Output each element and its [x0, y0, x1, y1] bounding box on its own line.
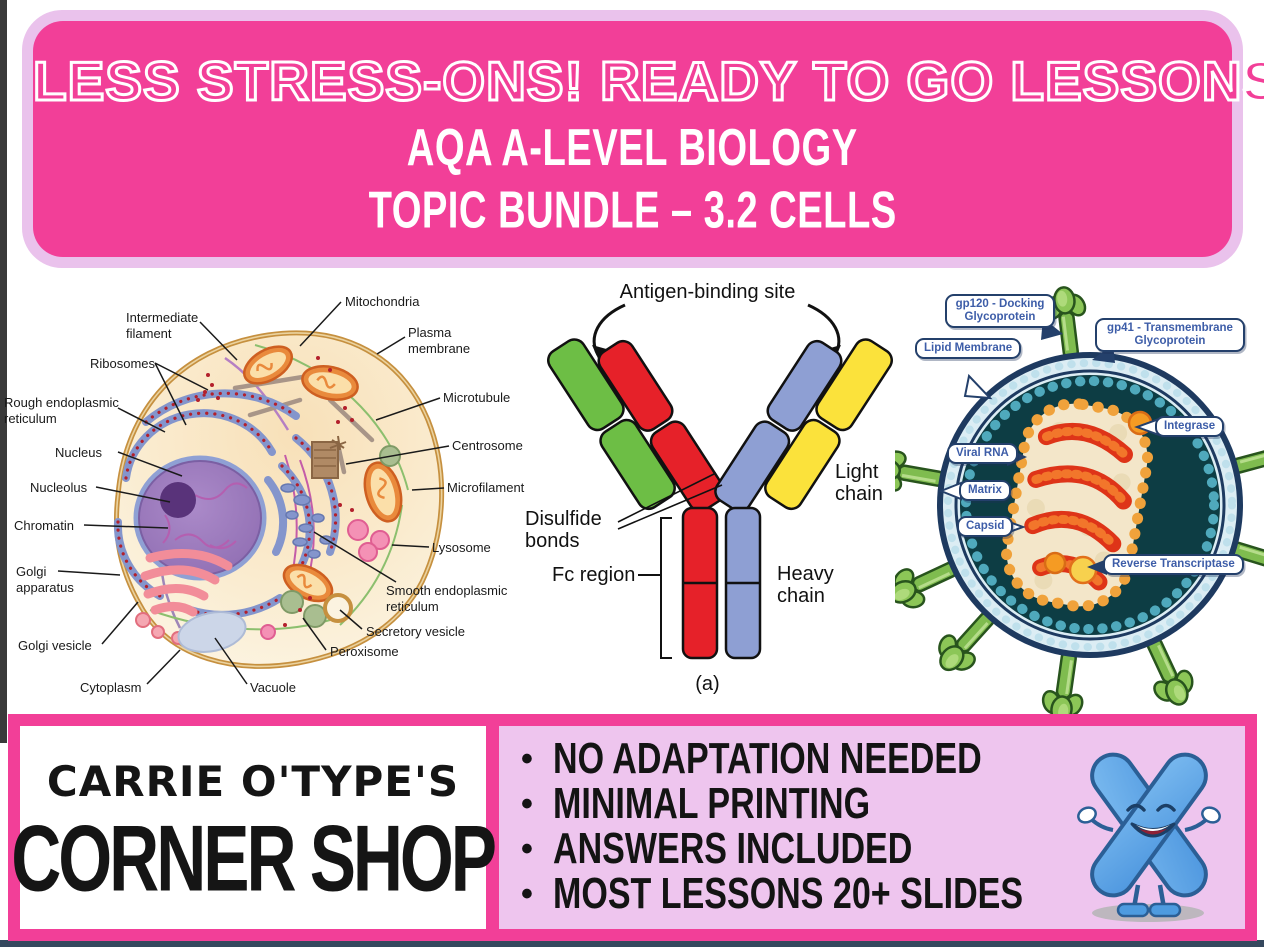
- footer-banner: CARRIE O'TYPE'S CORNER SHOP • NO ADAPTAT…: [8, 714, 1257, 941]
- x-chromosome-mascot: [1077, 752, 1221, 922]
- cell-leader-lines: [57, 301, 450, 685]
- bullet-icon: •: [521, 875, 533, 913]
- antibody-right-arm: [714, 338, 893, 513]
- left-edge-shadow: [0, 0, 7, 743]
- label-gp120: gp120 - Docking Glycoprotein: [945, 294, 1055, 329]
- label-lysosome: Lysosome: [432, 540, 491, 555]
- label-mitochondria: Mitochondria: [345, 294, 420, 309]
- disulfide-lines: [617, 472, 723, 530]
- label-golgi-vesicle: Golgi vesicle: [18, 638, 92, 653]
- reverse-transcriptase-shape: [1068, 555, 1098, 585]
- centrosome-shape: [311, 435, 347, 479]
- label-caption-a: (a): [695, 673, 720, 695]
- animal-cell-diagram: Intermediate filament Ribosomes Rough en…: [0, 280, 545, 715]
- antibody-left-arm: [547, 338, 726, 513]
- mascot-eyes: [1126, 803, 1176, 812]
- bottom-edge-strip: [0, 940, 1264, 947]
- peroxisomes: [280, 445, 401, 628]
- label-rough-er: Rough endoplasmic reticulum: [4, 395, 119, 426]
- antibody-art: [547, 303, 893, 660]
- golgi-apparatus-shape: [140, 549, 233, 617]
- mascot-shoe: [1148, 902, 1182, 918]
- free-ribosomes: [196, 356, 354, 627]
- label-heavy-chain: Heavy chain: [777, 563, 834, 608]
- label-microtubule: Microtubule: [443, 390, 511, 405]
- banner-title: LESS STRESS-ONS! READY TO GO LESSONS: [32, 50, 1264, 113]
- label-lipid-membrane: Lipid Membrane: [915, 338, 1022, 360]
- label-disulfide-bonds: Disulfide bonds: [525, 508, 602, 553]
- selling-points-panel: • NO ADAPTATION NEEDED • MINIMAL PRINTIN…: [499, 726, 1245, 929]
- mascot-teeth: [1136, 825, 1170, 831]
- label-chromatin: Chromatin: [14, 518, 74, 533]
- label-integrase: Integrase: [1155, 416, 1225, 438]
- bullet-row: • ANSWERS INCLUDED: [521, 824, 1245, 872]
- chromatin-squiggles: [162, 482, 248, 550]
- label-antigen-binding-site: Antigen-binding site: [619, 281, 796, 303]
- bullet-row: • NO ADAPTATION NEEDED: [521, 734, 1245, 782]
- label-fc-region: Fc region: [552, 564, 636, 586]
- label-nucleolus: Nucleolus: [30, 480, 88, 495]
- label-matrix: Matrix: [959, 480, 1011, 502]
- bullet-text: ANSWERS INCLUDED: [552, 824, 913, 873]
- label-intermediate-filament: Intermediate filament: [126, 310, 199, 341]
- fc-bracket: [638, 517, 672, 659]
- label-golgi-apparatus: Golgi apparatus: [16, 564, 74, 595]
- label-centrosome: Centrosome: [452, 438, 523, 453]
- er-ribosomes: [116, 391, 338, 617]
- banner-subtitle-2: TOPIC BUNDLE – 3.2 CELLS: [368, 179, 897, 239]
- antibody-diagram: Antigen-binding site Light chain Disulfi…: [520, 275, 895, 715]
- label-secretory-vesicle: Secretory vesicle: [366, 624, 465, 639]
- mascot-shoe: [1116, 902, 1150, 918]
- banner-subtitle-1: AQA A-LEVEL BIOLOGY: [407, 117, 858, 177]
- nucleolus-shape: [160, 482, 196, 518]
- label-gp41: gp41 - Transmembrane Glycoprotein: [1095, 318, 1245, 353]
- label-light-chain: Light chain: [835, 461, 883, 506]
- label-smooth-er: Smooth endoplasmic reticulum: [386, 583, 508, 614]
- bullet-text: NO ADAPTATION NEEDED: [552, 734, 982, 783]
- smooth-er: [280, 483, 333, 559]
- lysosomes: [260, 519, 390, 640]
- label-reverse-transcriptase: Reverse Transcriptase: [1103, 554, 1244, 576]
- bullet-row: • MINIMAL PRINTING: [521, 779, 1245, 827]
- bullet-text: MINIMAL PRINTING: [552, 779, 870, 828]
- seller-logo: CARRIE O'TYPE'S CORNER SHOP: [12, 726, 497, 929]
- mascot-x-body: [1090, 752, 1208, 898]
- label-capsid: Capsid: [957, 516, 1014, 538]
- bullet-icon: •: [521, 740, 533, 778]
- bullet-text: MOST LESSONS 20+ SLIDES: [552, 869, 1023, 918]
- label-plasma-membrane: Plasma membrane: [408, 325, 471, 356]
- label-vacuole: Vacuole: [250, 680, 297, 695]
- logo-line-2: CORNER SHOP: [11, 806, 498, 912]
- label-peroxisome: Peroxisome: [330, 644, 399, 659]
- label-ribosomes: Ribosomes: [90, 356, 156, 371]
- mascot-gloves: [1077, 806, 1221, 824]
- label-nucleus: Nucleus: [55, 445, 102, 460]
- antibody-stems: [681, 506, 762, 660]
- label-cytoplasm: Cytoplasm: [80, 680, 142, 695]
- hiv-virus-diagram: gp120 - Docking Glycoprotein gp41 - Tran…: [895, 280, 1264, 715]
- mitochondria-shapes: [243, 345, 403, 603]
- animal-cell-art: [57, 301, 450, 685]
- bullet-row: • MOST LESSONS 20+ SLIDES: [521, 869, 1245, 917]
- logo-line-1: CARRIE O'TYPE'S: [46, 757, 460, 806]
- title-banner-inner: LESS STRESS-ONS! READY TO GO LESSONS AQA…: [32, 21, 1264, 257]
- bullet-icon: •: [521, 785, 533, 823]
- title-banner: LESS STRESS-ONS! READY TO GO LESSONS AQA…: [22, 10, 1264, 268]
- bullet-icon: •: [521, 830, 533, 868]
- label-viral-rna: Viral RNA: [947, 443, 1018, 465]
- label-microfilament: Microfilament: [447, 480, 525, 495]
- vacuole-shape: [177, 611, 247, 653]
